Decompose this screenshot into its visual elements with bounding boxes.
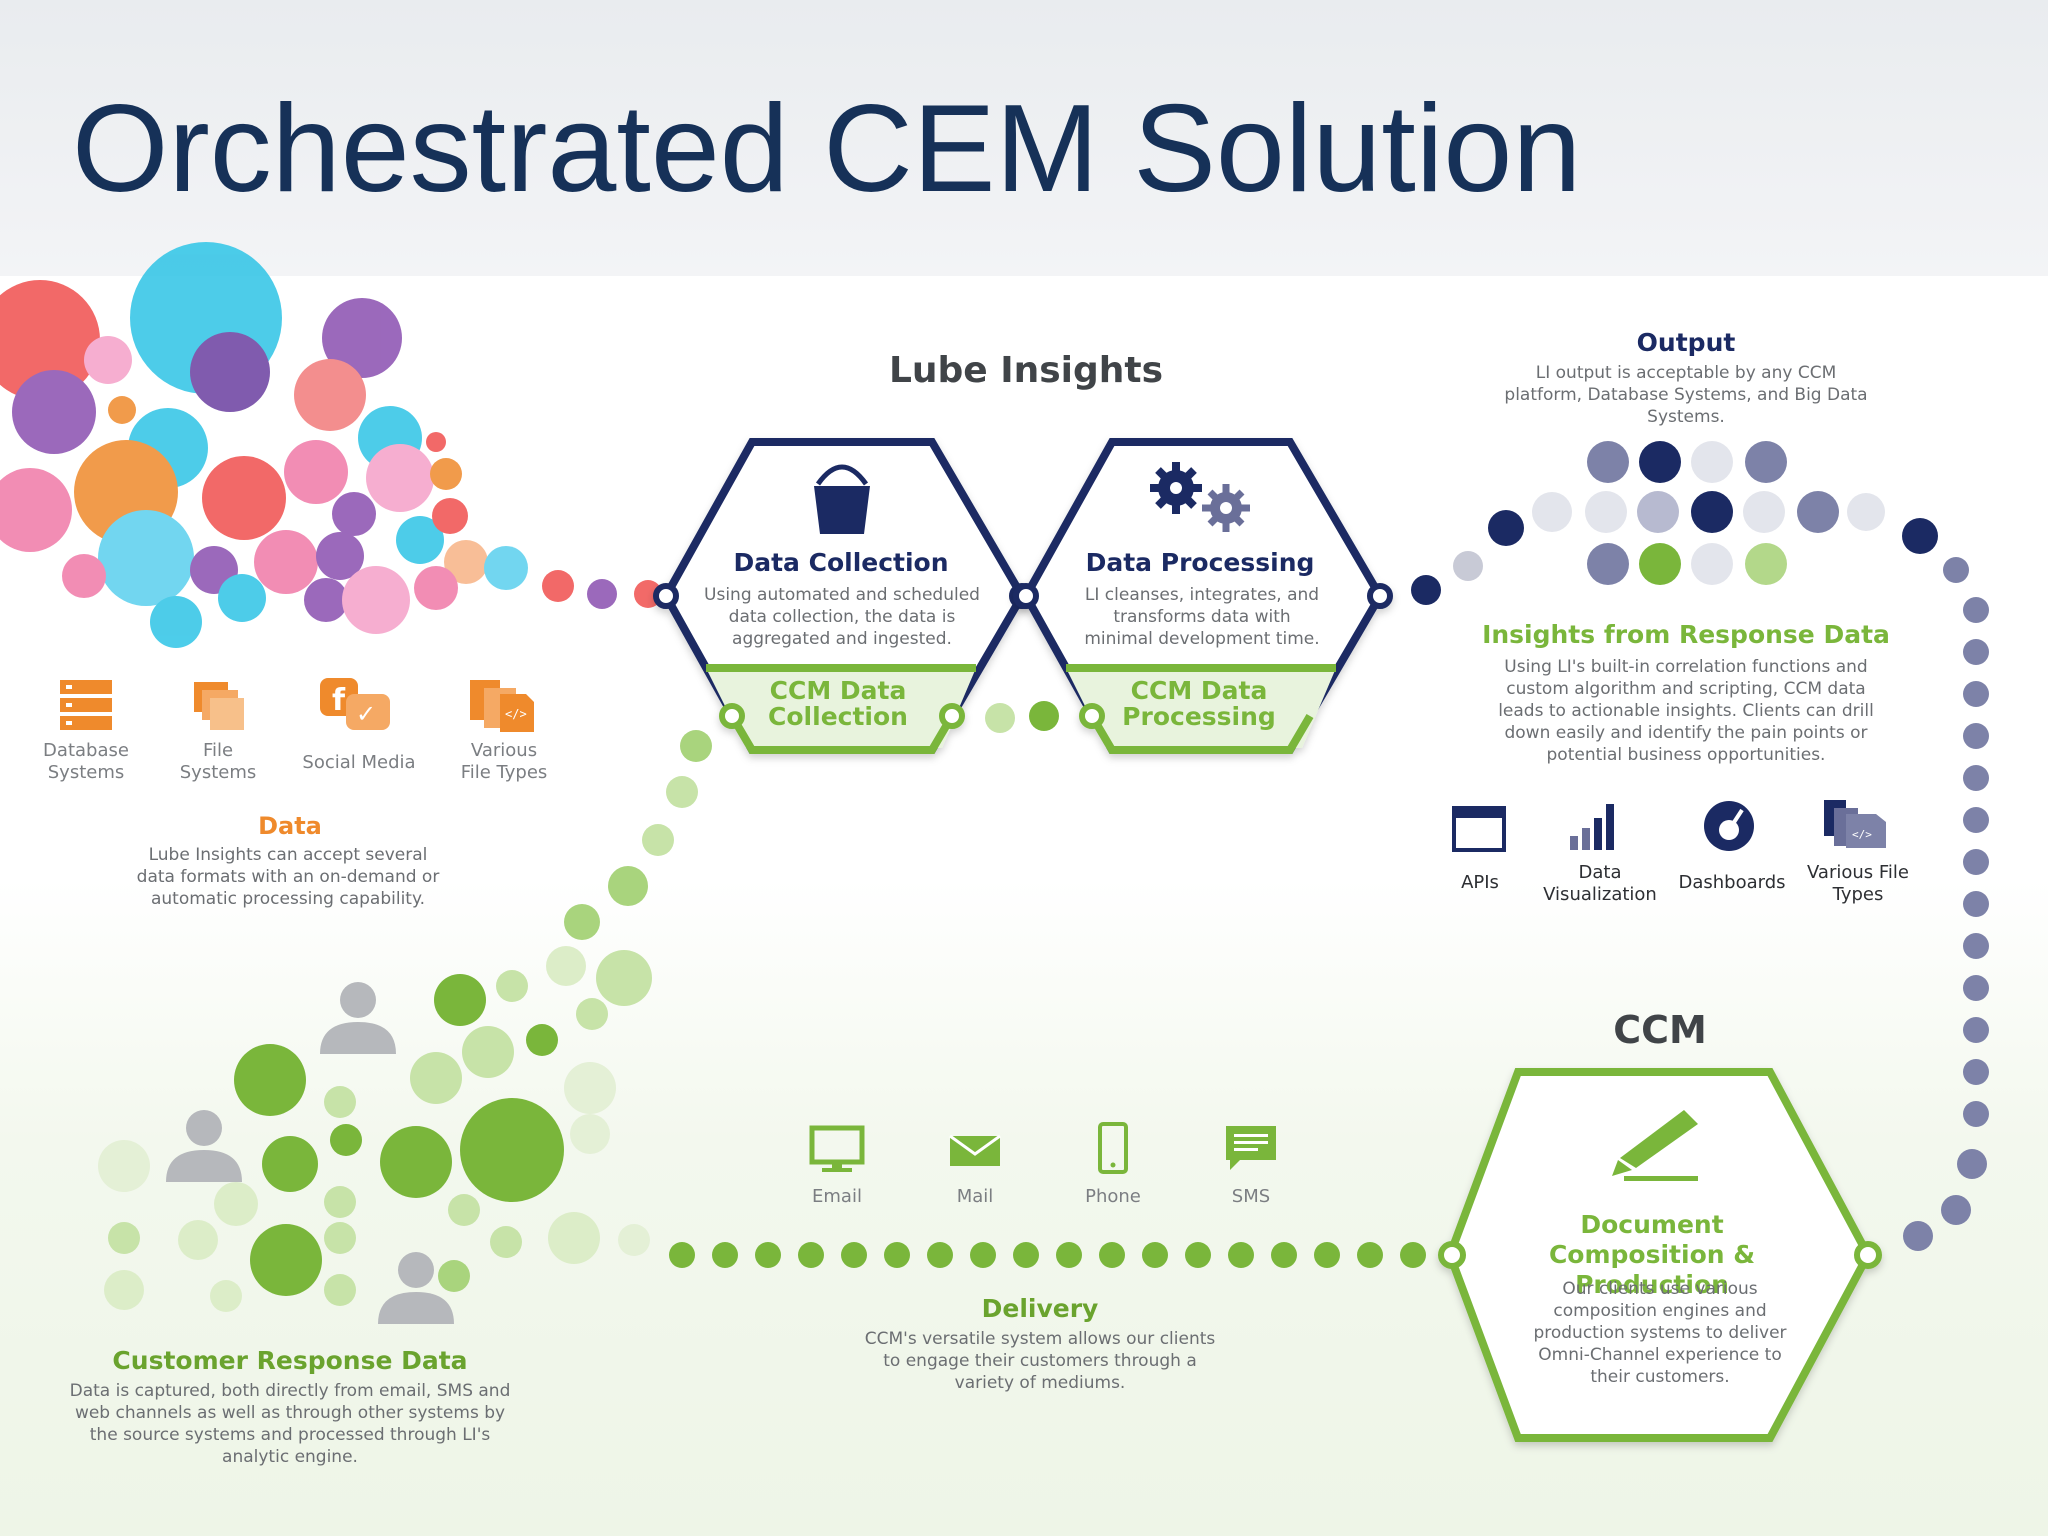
document-composition-heading: Document Composition & Production <box>1548 1210 1756 1299</box>
svg-text:</>: </> <box>505 707 527 721</box>
data-processing-body: LI cleanses, integrates, and transforms … <box>1084 585 1320 649</box>
data-collection-body: Using automated and scheduled data colle… <box>704 585 980 649</box>
data-heading: Data <box>258 812 322 840</box>
insights-body: Using LI's built-in correlation function… <box>1498 657 1874 765</box>
output-connector-dots <box>1411 441 1989 1251</box>
source-database-label: Database Systems <box>43 740 129 783</box>
delivery-body: CCM's versatile system allows our client… <box>864 1329 1216 1393</box>
data-collection-hexagon <box>653 438 1035 754</box>
ccm-body: Our clients use various composition engi… <box>1533 1279 1787 1387</box>
source-file-systems-label: File Systems <box>179 740 257 783</box>
pen-icon <box>1612 1110 1698 1181</box>
folder-icon <box>194 682 244 730</box>
data-processing-hexagon <box>1013 438 1393 754</box>
bar-chart-icon <box>1570 804 1614 850</box>
browser-window-icon <box>1452 806 1506 852</box>
monitor-icon <box>809 1125 865 1172</box>
data-bubble-cluster <box>0 242 662 648</box>
sms-icon <box>1226 1126 1276 1170</box>
person-icons <box>166 982 454 1324</box>
output-type-apis-label: APIs <box>1461 872 1499 893</box>
output-body: LI output is acceptable by any CCM platf… <box>1504 363 1868 427</box>
output-type-dashboards-label: Dashboards <box>1678 872 1786 893</box>
social-media-icon: f ✓ <box>320 678 390 730</box>
output-heading: Output <box>1636 328 1736 357</box>
output-type-file-types-label: Various File Types <box>1807 862 1909 905</box>
data-collection-heading: Data Collection <box>733 548 949 577</box>
person-icon <box>378 1252 454 1324</box>
gauge-icon <box>1704 801 1754 851</box>
customer-response-heading: Customer Response Data <box>112 1346 468 1375</box>
channel-mail-label: Mail <box>956 1186 994 1207</box>
person-icon <box>166 1110 242 1182</box>
green-bubble-trail <box>98 701 1059 1312</box>
ccm-heading: CCM <box>1613 1008 1707 1052</box>
source-social-media-label: Social Media <box>302 752 416 773</box>
envelope-icon <box>949 1134 1001 1166</box>
header-band <box>0 0 2048 276</box>
customer-response-body: Data is captured, both directly from ema… <box>69 1381 511 1467</box>
channel-email-label: Email <box>812 1186 862 1207</box>
channel-phone-label: Phone <box>1085 1186 1141 1207</box>
delivery-connector-dots <box>669 1242 1426 1268</box>
page-title: Orchestrated CEM Solution <box>72 80 1582 218</box>
person-icon <box>320 982 396 1054</box>
source-file-types-label: Various File Types <box>460 740 548 783</box>
channel-sms-label: SMS <box>1231 1186 1271 1207</box>
file-types-icon: </> <box>470 680 534 732</box>
insights-heading: Insights from Response Data <box>1482 620 1890 649</box>
svg-text:</>: </> <box>1852 828 1872 841</box>
data-processing-heading: Data Processing <box>1085 548 1315 577</box>
ccm-hexagon <box>1438 1068 1882 1442</box>
svg-text:f: f <box>332 683 346 718</box>
ccm-data-collection-label: CCM Data Collection <box>768 676 908 731</box>
file-types-icon: </> <box>1824 800 1886 848</box>
data-body: Lube Insights can accept several data fo… <box>136 845 440 909</box>
svg-text:✓: ✓ <box>356 700 376 728</box>
database-icon <box>60 680 112 730</box>
ccm-data-processing-label: CCM Data Processing <box>1122 676 1276 731</box>
delivery-heading: Delivery <box>981 1294 1099 1323</box>
gears-icon <box>1150 462 1250 532</box>
lube-insights-heading: Lube Insights <box>888 350 1164 391</box>
phone-icon <box>1098 1122 1128 1174</box>
output-type-data-visualization-label: Data Visualization <box>1543 862 1657 905</box>
bucket-icon <box>814 464 870 534</box>
